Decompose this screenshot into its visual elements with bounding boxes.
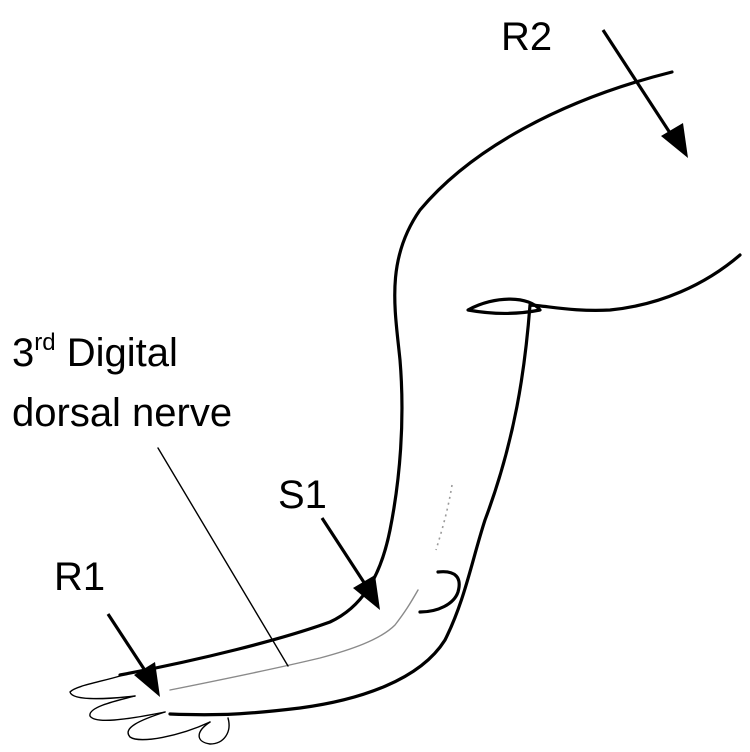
arrow-r1	[106, 613, 160, 697]
dotted-line	[435, 484, 453, 551]
paw-toe-2	[89, 695, 166, 721]
label-nerve-line1: 3rd Digital	[12, 329, 178, 375]
nerve-path	[169, 589, 419, 691]
nerve-leader-line	[157, 447, 289, 667]
limb-upper-outline	[118, 70, 674, 677]
label-nerve-line1-rest: Digital	[56, 331, 178, 375]
label-nerve-ordinal: 3	[12, 331, 34, 375]
label-r1: R1	[54, 555, 105, 599]
label-nerve-line2: dorsal nerve	[12, 391, 232, 435]
arrow-r2-shaft	[601, 29, 674, 137]
arrow-r1-shaft	[106, 613, 148, 673]
arrow-s1	[320, 517, 380, 610]
hock-fold	[466, 297, 542, 315]
arrow-s1-head	[353, 575, 380, 610]
limb-lower-outline	[168, 253, 742, 717]
dewclaw-mark	[418, 570, 461, 614]
paw-toe-3	[127, 711, 211, 741]
paw-toe-4	[198, 717, 230, 745]
arrow-s1-shaft	[320, 517, 367, 585]
label-s1: S1	[278, 473, 327, 517]
arrow-r1-head	[134, 662, 160, 697]
arrow-r2	[601, 29, 688, 158]
arrow-r2-head	[661, 123, 688, 158]
paw-toe-1	[69, 675, 136, 700]
label-r2: R2	[501, 15, 552, 59]
label-nerve-ordinal-suffix: rd	[34, 329, 55, 356]
